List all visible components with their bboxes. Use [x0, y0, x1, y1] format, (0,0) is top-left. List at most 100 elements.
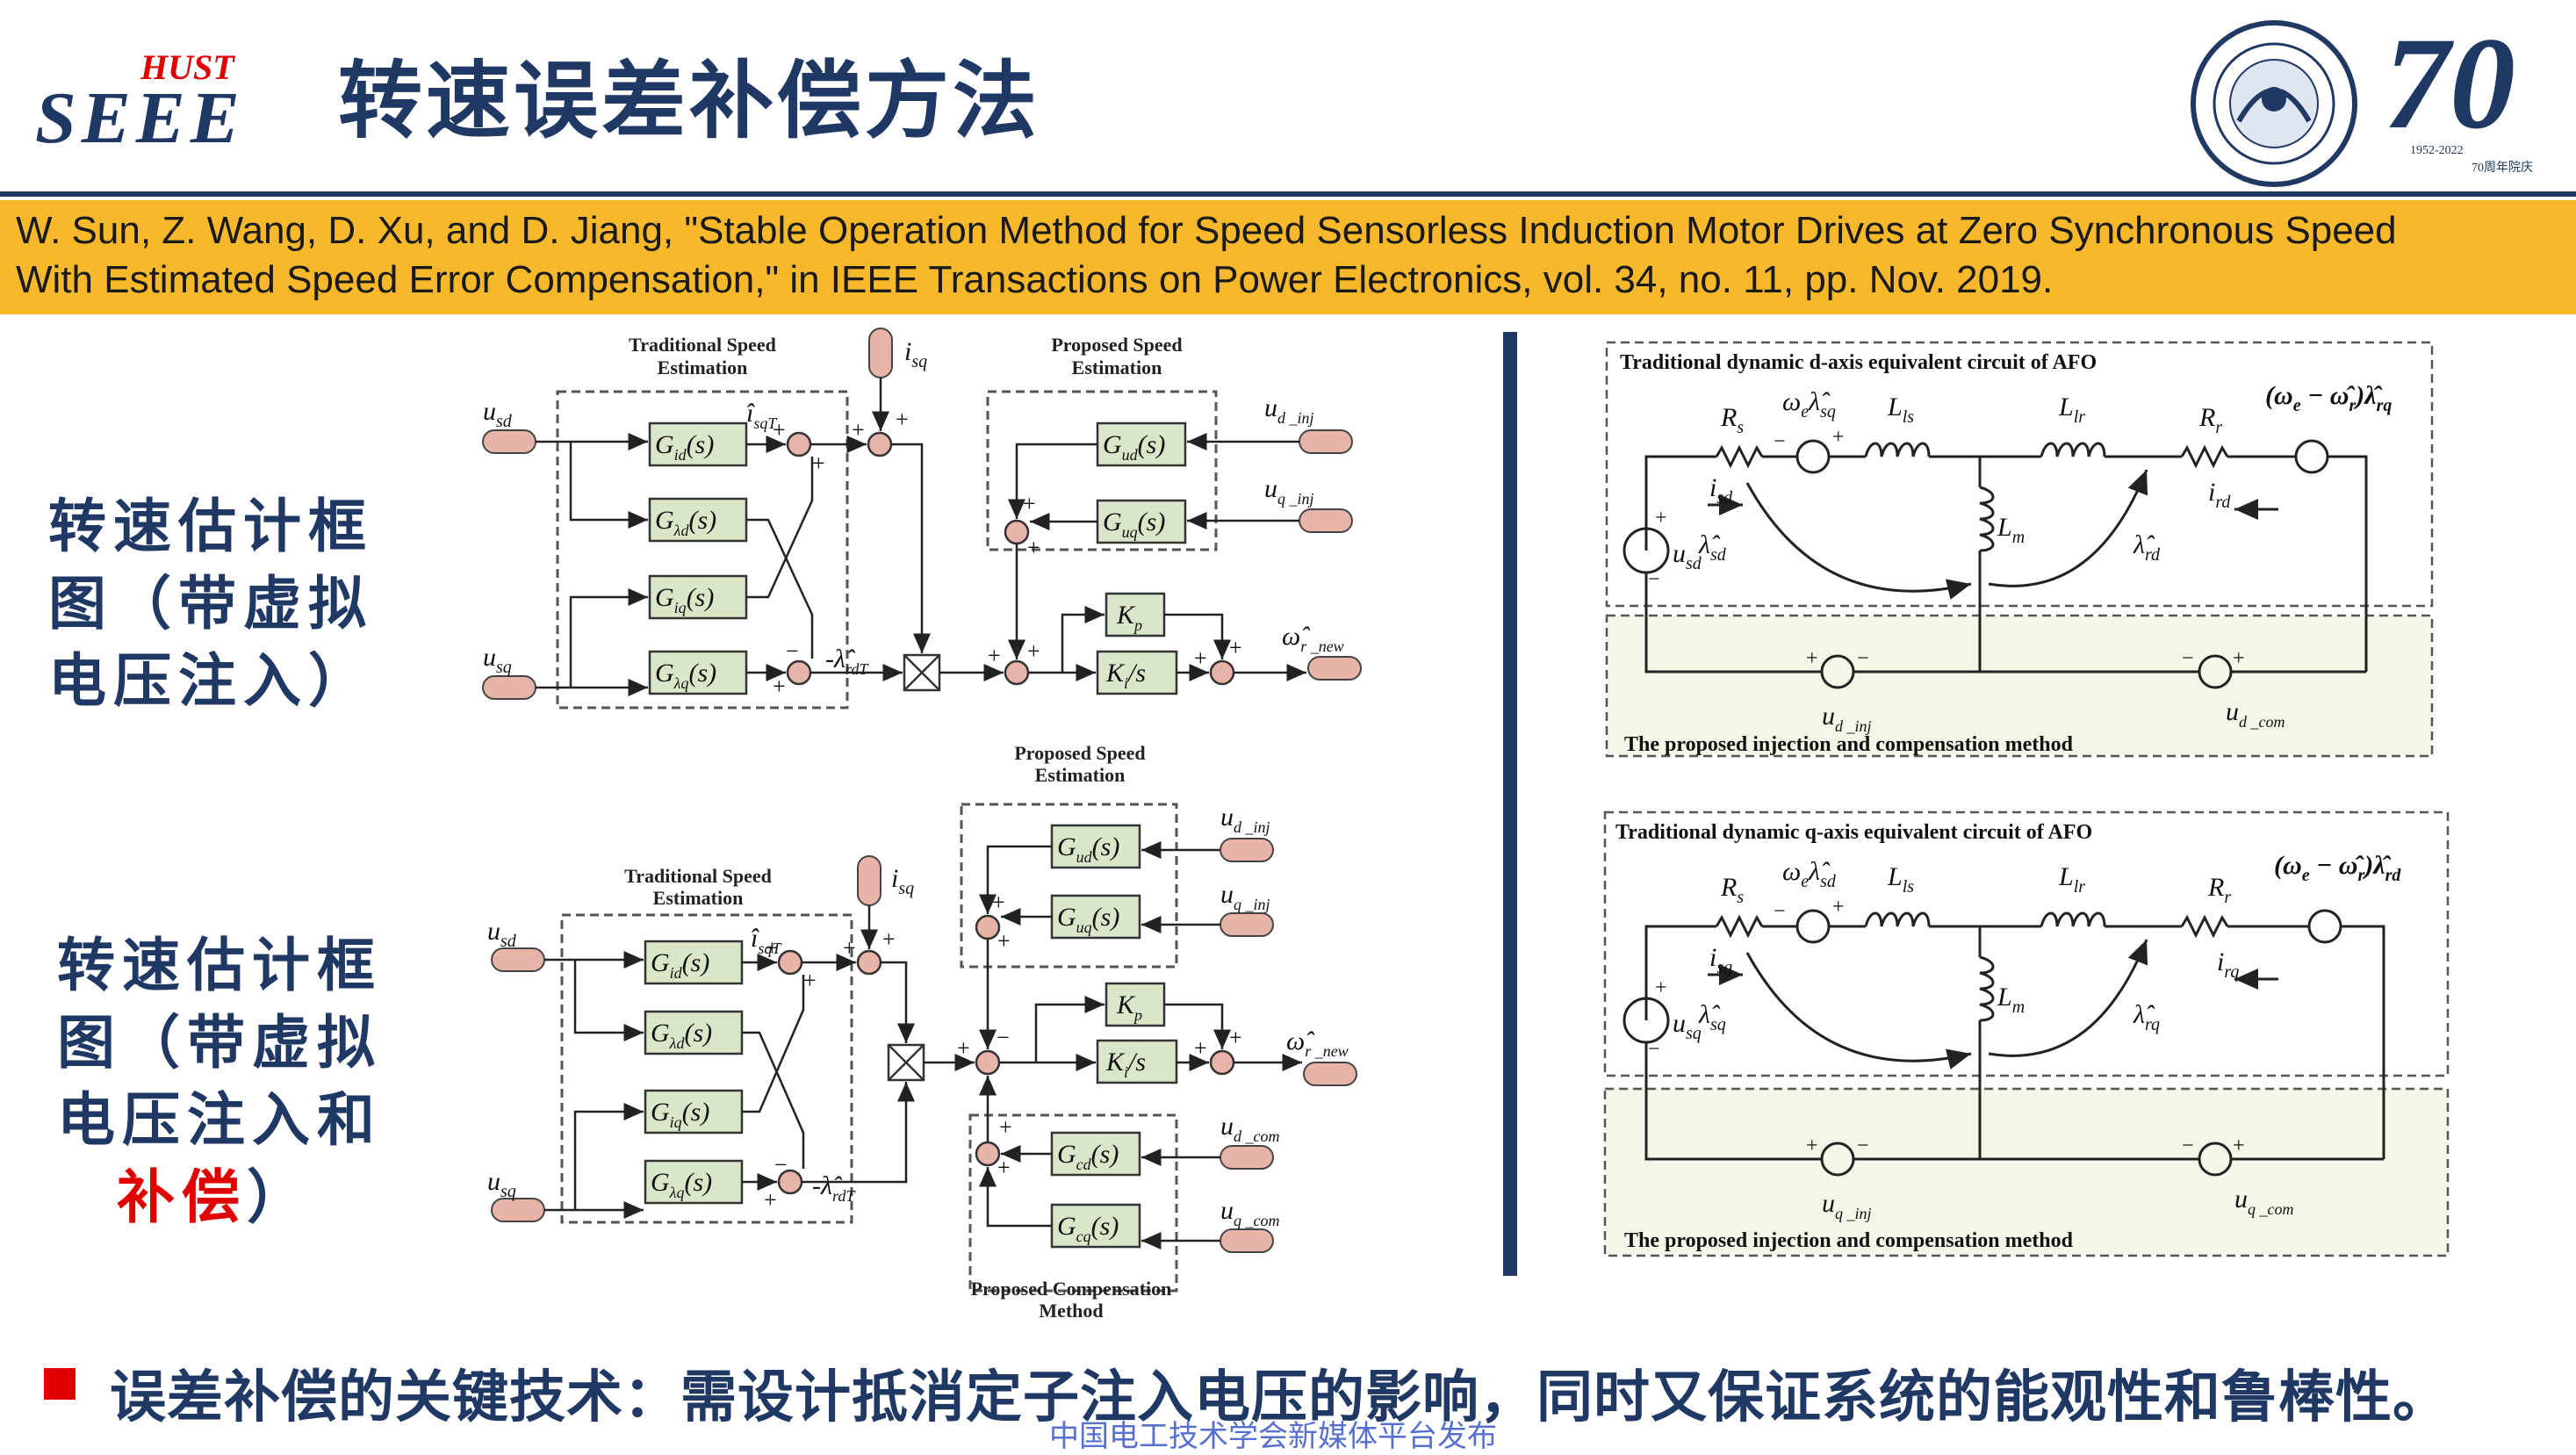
svg-text:+: + [896, 407, 909, 432]
svg-text:ird: ird [2208, 478, 2231, 512]
anniversary-caption: 70周年院庆 [2472, 161, 2533, 175]
svg-text:−: − [1648, 1038, 1660, 1061]
svg-text:+: + [766, 935, 779, 961]
svg-text:+: + [2233, 1134, 2245, 1157]
block-diagram-top: Traditional Speed Estimation Proposed Sp… [465, 325, 1387, 729]
svg-text:λ̂sd: λ̂sd [1698, 530, 1727, 565]
d-axis-circuit: Traditional dynamic d-axis equivalent ci… [1602, 338, 2436, 777]
svg-text:uq _inj: uq _inj [1220, 880, 1270, 913]
svg-text:+: + [1655, 976, 1667, 999]
svg-text:+: + [988, 643, 1001, 668]
svg-text:isq: isq [891, 864, 914, 898]
svg-text:isq: isq [1709, 943, 1732, 977]
svg-text:Rs: Rs [1720, 873, 1744, 907]
svg-text:Llr: Llr [2058, 393, 2085, 427]
svg-text:usd: usd [483, 397, 513, 431]
svg-text:ωeλ̂sq: ωeλ̂sq [1782, 387, 1836, 421]
svg-text:λ̂rd: λ̂rd [2133, 530, 2161, 565]
svg-text:+: + [997, 928, 1011, 954]
svg-text:+: + [992, 890, 1005, 915]
anniversary-years: 1952-2022 [2410, 144, 2464, 157]
svg-text:+: + [843, 935, 856, 961]
svg-text:λ̂sq: λ̂sq [1698, 1000, 1726, 1034]
svg-text:usd: usd [1673, 539, 1702, 573]
svg-text:+: + [997, 1155, 1011, 1180]
svg-text:−: − [1774, 900, 1786, 923]
svg-text:70: 70 [2384, 13, 2515, 156]
svg-text:irq: irq [2217, 947, 2239, 982]
svg-text:+: + [1194, 645, 1207, 671]
svg-text:usq: usq [1673, 1009, 1702, 1043]
svg-text:ud _com: ud _com [1220, 1112, 1280, 1145]
proposed-caption: Proposed Speed [1051, 334, 1182, 356]
svg-text:+: + [764, 1187, 777, 1213]
svg-text:+: + [1023, 491, 1036, 516]
svg-text:ω̂r _new: ω̂r _new [1282, 622, 1344, 655]
svg-text:+: + [1229, 1025, 1242, 1050]
svg-text:+: + [773, 417, 786, 443]
svg-text:Lm: Lm [1997, 983, 2025, 1017]
citation-line-2: With Estimated Speed Error Compensation,… [16, 258, 2053, 302]
logo-text: SEEE [35, 77, 245, 151]
circuit-title: Traditional dynamic q-axis equivalent ci… [1615, 821, 2092, 844]
university-emblem [2186, 16, 2362, 191]
circuit-footer: The proposed injection and compensation … [1624, 733, 2074, 756]
svg-text:−: − [786, 638, 799, 664]
svg-text:+: + [1027, 535, 1040, 560]
svg-text:-λ̂rdT: -λ̂rdT [812, 1171, 856, 1205]
q-axis-circuit: Traditional dynamic q-axis equivalent ci… [1602, 808, 2454, 1264]
svg-text:usq: usq [487, 1167, 516, 1201]
svg-text:−: − [997, 1025, 1010, 1050]
svg-text:−: − [1648, 568, 1660, 591]
svg-text:+: + [957, 1035, 970, 1061]
svg-text:−: − [1774, 430, 1786, 453]
header-divider [0, 191, 2576, 197]
svg-text:isq: isq [904, 337, 927, 371]
svg-text:Llr: Llr [2058, 862, 2085, 897]
svg-text:Lls: Lls [1887, 393, 1914, 427]
svg-text:(ωe − ω̂r)λ̂rq: (ωe − ω̂r)λ̂rq [2265, 381, 2392, 415]
svg-text:+: + [1229, 635, 1242, 660]
svg-text:ωeλ̂sd: ωeλ̂sd [1782, 857, 1837, 891]
svg-text:−: − [1857, 647, 1869, 670]
svg-text:+: + [2233, 647, 2245, 670]
svg-text:ud _inj: ud _inj [1264, 393, 1314, 427]
svg-text:−: − [2182, 647, 2194, 670]
page-title: 转速误差补偿方法 [338, 48, 1040, 154]
citation-line-1: W. Sun, Z. Wang, D. Xu, and D. Jiang, "S… [16, 209, 2397, 253]
svg-text:ω̂r _new: ω̂r _new [1286, 1026, 1349, 1060]
svg-text:+: + [1832, 426, 1845, 449]
proposed-caption: Proposed Speed [1014, 742, 1145, 764]
svg-text:λ̂rq: λ̂rq [2133, 1000, 2160, 1034]
svg-text:+: + [803, 968, 817, 993]
citation-banner: W. Sun, Z. Wang, D. Xu, and D. Jiang, "S… [0, 200, 2576, 314]
svg-text:usd: usd [487, 917, 517, 951]
section-divider [1503, 332, 1517, 1276]
anniversary-logo: 70 1952-2022 70周年院庆 [2384, 13, 2559, 189]
svg-text:+: + [1027, 638, 1040, 664]
svg-text:+: + [1832, 896, 1845, 918]
svg-text:+: + [1194, 1035, 1207, 1061]
svg-text:Rs: Rs [1720, 403, 1744, 437]
circuit-title: Traditional dynamic d-axis equivalent ci… [1620, 351, 2097, 374]
svg-text:+: + [882, 926, 896, 952]
svg-text:+: + [1655, 507, 1667, 529]
traditional-caption: Traditional Speed [624, 865, 772, 887]
svg-text:Estimation: Estimation [1072, 357, 1162, 378]
svg-text:−: − [2182, 1134, 2194, 1157]
school-logo: HUST SEEE [35, 46, 299, 151]
svg-text:+: + [852, 417, 865, 443]
svg-text:usq: usq [483, 643, 512, 677]
svg-text:uq _com: uq _com [1220, 1196, 1280, 1229]
watermark: 中国电工技术学会新媒体平台发布 [1049, 1412, 1497, 1455]
svg-text:Estimation: Estimation [658, 357, 748, 378]
svg-text:(ωe − ω̂r)λ̂rd: (ωe − ω̂r)λ̂rd [2274, 851, 2401, 885]
svg-text:+: + [1806, 1134, 1818, 1157]
svg-text:Method: Method [1039, 1300, 1103, 1322]
svg-text:Estimation: Estimation [653, 887, 744, 909]
top-diagram-label: 转速估计框 图（带虚拟 电压注入） [48, 487, 373, 719]
svg-text:+: + [999, 1114, 1012, 1140]
svg-text:+: + [812, 450, 825, 476]
block-diagram-bottom: Traditional Speed Estimation Proposed Sp… [465, 738, 1387, 1326]
traditional-caption: Traditional Speed [629, 334, 776, 356]
